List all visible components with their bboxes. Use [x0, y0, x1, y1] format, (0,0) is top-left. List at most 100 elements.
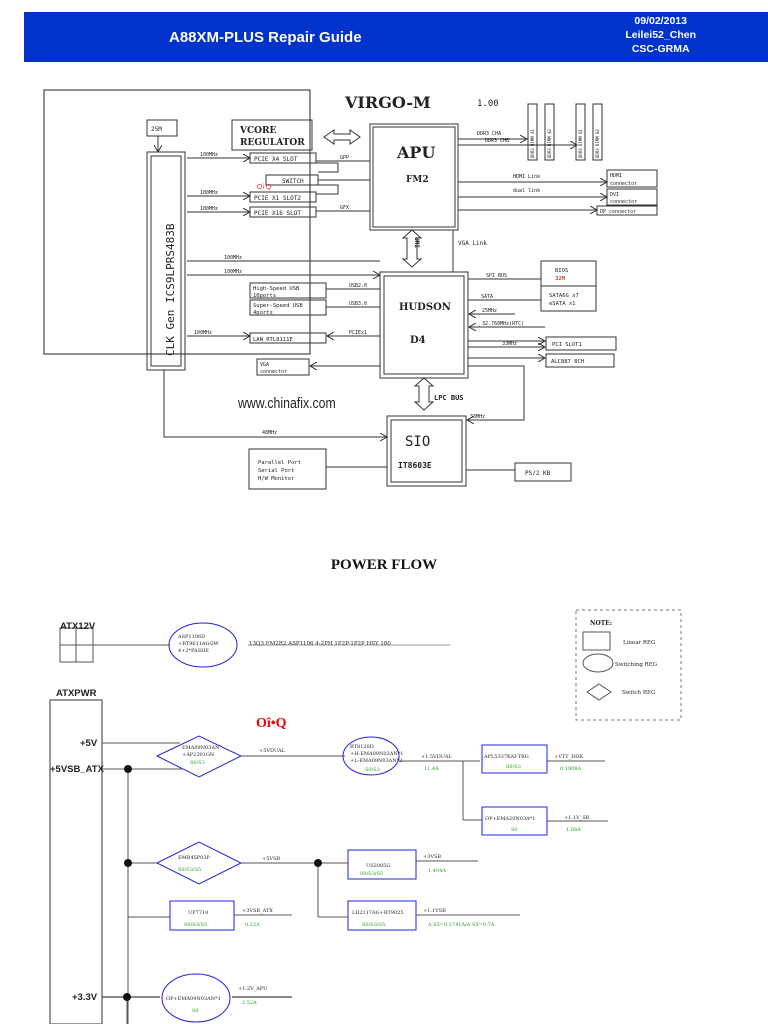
- clk-gen-box: [146, 151, 186, 371]
- out-15vdual: +1.5VDUAL: [421, 754, 452, 760]
- ddr-chb-label: DDR3 CHB: [485, 138, 509, 144]
- freq-apu: 100MHz: [224, 255, 242, 261]
- dvi-connector: [606, 188, 658, 206]
- spi-label: SPI BUS: [486, 273, 507, 279]
- audio-label: ALC887 8CH: [551, 359, 584, 365]
- out-11vsb-current: A S5=0.2741A/A S5=0.7A: [427, 922, 495, 928]
- vcore-switching-reg: [168, 622, 238, 668]
- bios-box: [540, 260, 597, 287]
- vcore-reg-line-2: +RT9611AGQW: [178, 641, 220, 647]
- freq-pcie-x1: 100MHz: [200, 190, 218, 196]
- gpp-label: GPP: [340, 155, 349, 161]
- junction-5vsb-2: [124, 859, 132, 867]
- board-title: VIRGO-M: [344, 93, 431, 112]
- freq-hudson: 100MHz: [224, 269, 242, 275]
- out-vtt-current: 0.1908A: [560, 766, 581, 772]
- pciex1-label: PCIEx1: [349, 330, 367, 336]
- rt8120-line-2: +H-EMA09N03AN*1: [350, 751, 403, 757]
- bios-size: 32M: [555, 276, 566, 282]
- out-3vsb-atx: +3VSB_ATX: [242, 908, 273, 914]
- rt8120-line-3: +L-EMA09N03AN*2: [350, 758, 402, 764]
- pcie-x4-label: PCIE X4 SLOT: [254, 156, 298, 163]
- sw5vdual-line-1: EMA09N03AN: [182, 745, 220, 751]
- dimm-b2: [592, 103, 603, 161]
- pci-slot1: [545, 336, 617, 351]
- clock-25m-box: [146, 119, 178, 137]
- lpc-link: [413, 377, 435, 411]
- legacy-hwmon: H/W Monitor: [258, 476, 295, 482]
- rt8120-line-1: RT8120D: [350, 744, 374, 750]
- us2085-label: US2085G: [366, 863, 390, 869]
- freq-sio: 48MHz: [262, 430, 277, 436]
- atxpwr-label: ATXPWR: [56, 688, 97, 699]
- page-header: A88XM-PLUS Repair Guide 09/02/2013 Leile…: [24, 12, 768, 62]
- dp-label: DP connector: [600, 209, 636, 215]
- us2085-state: S0/S3/S5: [360, 871, 383, 877]
- sio-box: [386, 415, 467, 487]
- junction-5vsb: [124, 765, 132, 773]
- apu-label: APU: [396, 143, 435, 162]
- usb3-label: USB3.0: [349, 301, 367, 307]
- rail-5vsb-atx: +5VSB_ATX: [50, 764, 104, 775]
- ld2117-state: S0/S3/S5: [362, 922, 385, 928]
- out-5vdual: +5VDUAL: [259, 748, 286, 754]
- sata-box: [540, 285, 597, 312]
- legend-box: [575, 609, 682, 721]
- header-date: 09/02/2013: [634, 15, 687, 27]
- guide-title: A88XM-PLUS Repair Guide: [169, 29, 362, 46]
- out-3vsb: +3VSB: [423, 854, 441, 860]
- vcore-reg-line-1: ASP1106D: [177, 634, 205, 640]
- sw5vdual-state: S0/S3: [190, 760, 205, 766]
- hudson-sub: D4: [410, 335, 426, 346]
- emb45-state: S0/S3/S5: [178, 867, 201, 873]
- legacy-parallel: Parallel Port: [258, 460, 301, 466]
- gfx-label: GFX: [340, 205, 349, 211]
- apl5337-reg: [481, 744, 548, 774]
- apu-box: [369, 123, 459, 231]
- sw5vdual-line-2: +AP2301GN: [182, 752, 215, 758]
- clock-25m-label: 25M: [151, 126, 162, 133]
- red-watermark-power: Oî•Q: [256, 716, 287, 731]
- usb-ss-label-1: Super-Speed USB: [253, 303, 303, 309]
- vcore-label-1: VCORE: [239, 126, 276, 136]
- pcie-x16-label: PCIE X16 SLOT: [254, 210, 301, 217]
- switch-label: SWITCH: [282, 178, 304, 185]
- dp-connector: [596, 205, 658, 216]
- freq-25mhz: 25MHz: [482, 308, 497, 314]
- op12apu-state: S0: [192, 1008, 199, 1014]
- vcore-apu-link: [323, 129, 361, 145]
- legend-title: NOTE:: [590, 620, 612, 627]
- rail-5v: +5V: [80, 738, 98, 749]
- lpc-label: LPC BUS: [434, 394, 464, 402]
- hdmi-label-2: connector: [610, 181, 637, 187]
- overlay-frame: [43, 89, 311, 355]
- dvi-label-2: connector: [610, 199, 637, 205]
- sata-label: SATA: [481, 294, 493, 300]
- chinafix-watermark: www.chinafix.com: [238, 395, 336, 412]
- freq-lan: 100MHz: [194, 330, 212, 336]
- op11vsb-label: OP+EMA20N03A*1: [485, 816, 535, 822]
- vga-label-2: connector: [260, 369, 287, 375]
- usb-ss-label-2: 4ports: [253, 310, 273, 316]
- junction-3v3: [123, 993, 131, 1001]
- vcore-note: 13Q3 FM2R2 ASP1106 4-2PH 1P2P-1P2P HSY 1…: [249, 641, 391, 647]
- op-12apu-reg: [161, 973, 231, 1023]
- rail-3v3: +3.3V: [72, 992, 98, 1003]
- ps2-label: PS/2 KB: [525, 470, 551, 477]
- vcore-reg-line-3: 4+2*PASHE: [178, 648, 209, 654]
- esata-label: eSATA x1: [549, 301, 576, 307]
- umi-label: UMI: [413, 237, 420, 248]
- emb45-label: EMB45P03P: [178, 855, 211, 861]
- pcie-x1-label: PCIE X1 SLOT2: [254, 195, 301, 202]
- out-12v-apu-current: 2.52A: [242, 1000, 257, 1006]
- freq-rtc: 32.768MHz(RTC): [482, 321, 524, 327]
- audio-codec: [545, 353, 615, 368]
- usb2-label: USB2.0: [349, 283, 367, 289]
- out-12v-apu: +1.2V_APU: [238, 986, 267, 992]
- atxpwr-connector: [49, 699, 103, 1024]
- hdmi-link-label: HDMI Link: [513, 174, 540, 180]
- usb-hs-label-1: High-Speed USB: [253, 286, 300, 292]
- dimm-a1: [527, 103, 538, 161]
- board-version: 1.00: [477, 99, 499, 109]
- freq-pcie-x4: 100MHz: [200, 152, 218, 158]
